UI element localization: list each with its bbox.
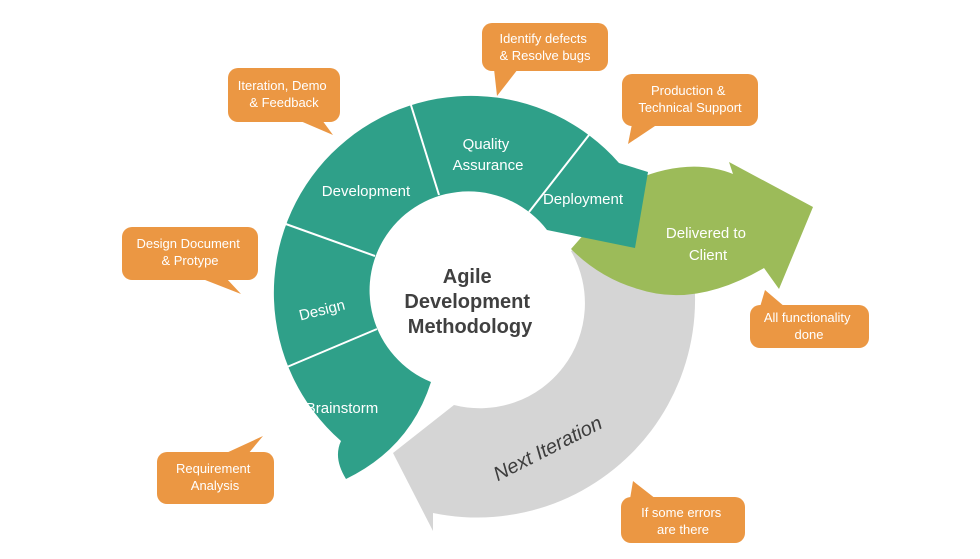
segment-label-brainstorm: Brainstorm bbox=[306, 400, 379, 417]
callout-production-support: Production & Technical Support bbox=[622, 74, 758, 144]
diagram-title-line1: Agile bbox=[443, 266, 492, 288]
callout-bubble bbox=[750, 305, 869, 348]
segment-label-quality-assurance: Quality Assurance bbox=[453, 136, 524, 174]
diagram-title-line2: Development bbox=[404, 291, 530, 313]
callout-line2: done bbox=[795, 327, 824, 342]
callout-tail bbox=[760, 290, 785, 307]
callout-label: Requirement Analysis bbox=[176, 461, 254, 493]
callout-bubble bbox=[122, 227, 258, 280]
callout-tail bbox=[224, 436, 263, 454]
callout-line1: Production & bbox=[651, 83, 726, 98]
callout-bubble bbox=[157, 452, 274, 504]
callout-tail bbox=[200, 278, 241, 294]
delivered-label-line2: Client bbox=[689, 247, 728, 264]
callout-line2: & Feedback bbox=[249, 95, 319, 110]
callout-line2: are there bbox=[657, 522, 709, 537]
callout-line2: Analysis bbox=[191, 478, 240, 493]
segment-label-development: Development bbox=[322, 183, 411, 200]
callout-tail bbox=[494, 69, 518, 96]
callout-label: All functionality done bbox=[764, 310, 854, 342]
callout-label: Design Document & Protype bbox=[137, 236, 244, 268]
callout-line1: All functionality bbox=[764, 310, 851, 325]
callout-label: If some errors are there bbox=[641, 505, 725, 537]
callout-label: Iteration, Demo & Feedback bbox=[238, 78, 331, 110]
callout-bubble bbox=[622, 74, 758, 126]
callout-tail bbox=[298, 120, 333, 135]
segment-divider bbox=[282, 222, 376, 257]
diagram-title: Agile Development Methodology bbox=[404, 266, 535, 338]
segment-label-quality-line1: Quality bbox=[463, 136, 510, 153]
segment-label-quality-line2: Assurance bbox=[453, 157, 524, 174]
segment-divider bbox=[409, 101, 440, 196]
callout-requirement-analysis: Requirement Analysis bbox=[157, 436, 274, 504]
delivered-label-line1: Delivered to bbox=[666, 225, 746, 242]
callout-design-document: Design Document & Protype bbox=[122, 227, 258, 294]
callout-line1: If some errors bbox=[641, 505, 722, 520]
segment-divider bbox=[286, 328, 378, 368]
segment-label-deployment: Deployment bbox=[543, 191, 624, 208]
callout-line1: Requirement bbox=[176, 461, 251, 476]
callout-iteration-demo-feedback: Iteration, Demo & Feedback bbox=[228, 68, 340, 135]
callout-label: Production & Technical Support bbox=[638, 83, 742, 115]
callout-label: Identify defects & Resolve bugs bbox=[499, 31, 591, 63]
agile-cycle-ring bbox=[273, 95, 648, 479]
callout-line1: Iteration, Demo bbox=[238, 78, 327, 93]
callout-bubble bbox=[482, 23, 608, 71]
callout-line2: & Resolve bugs bbox=[499, 48, 591, 63]
callout-line2: & Protype bbox=[161, 253, 218, 268]
segment-divider bbox=[528, 134, 590, 213]
diagram-title-line3: Methodology bbox=[408, 316, 533, 338]
callout-bubble bbox=[228, 68, 340, 122]
callout-line2: Technical Support bbox=[638, 100, 742, 115]
callout-identify-defects: Identify defects & Resolve bugs bbox=[482, 23, 608, 96]
callout-if-some-errors: If some errors are there bbox=[621, 481, 745, 543]
callout-line1: Identify defects bbox=[499, 31, 587, 46]
callout-tail bbox=[630, 481, 656, 499]
callout-line1: Design Document bbox=[137, 236, 241, 251]
delivered-to-client-label: Delivered to Client bbox=[666, 225, 750, 264]
callout-bubble bbox=[621, 497, 745, 543]
callout-tail bbox=[628, 124, 658, 144]
callout-all-functionality-done: All functionality done bbox=[750, 290, 869, 348]
